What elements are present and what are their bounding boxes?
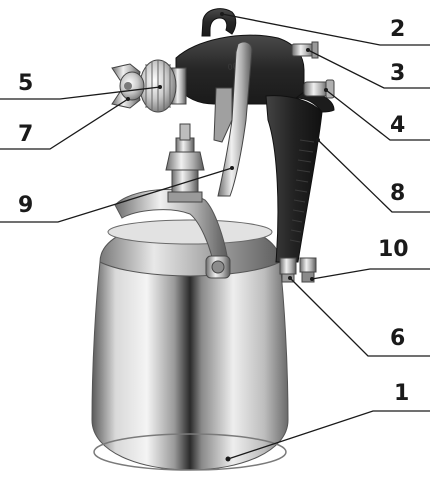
trigger xyxy=(213,41,253,197)
leader-1 xyxy=(227,410,430,460)
air-inlet-fittings xyxy=(279,257,317,283)
leader-9 xyxy=(0,167,233,223)
leader-4 xyxy=(325,89,430,141)
leader-5 xyxy=(0,86,161,100)
callout-label-5: 5 xyxy=(18,71,33,96)
callout-label-6: 6 xyxy=(390,326,405,351)
leader-6 xyxy=(289,277,430,357)
air-cap-assembly xyxy=(111,59,187,113)
leader-endpoints xyxy=(126,12,328,462)
callout-label-8: 8 xyxy=(390,181,405,206)
gun-body: 0001 xyxy=(175,8,335,263)
callout-label-3: 3 xyxy=(390,61,405,86)
callout-label-2: 2 xyxy=(390,17,405,42)
leader-2 xyxy=(221,13,430,46)
callout-label-4: 4 xyxy=(390,113,405,138)
leader-8 xyxy=(317,139,430,213)
leader-10 xyxy=(311,268,430,280)
callout-labels: 2 3 4 8 10 6 1 5 7 9 xyxy=(18,17,409,406)
leader-lines xyxy=(0,13,430,460)
leader-7 xyxy=(0,98,129,150)
adjustment-knobs xyxy=(291,41,335,99)
callout-label-1: 1 xyxy=(394,381,409,406)
paint-cup xyxy=(91,188,289,471)
callout-label-10: 10 xyxy=(378,237,409,262)
callout-label-7: 7 xyxy=(18,122,33,147)
leader-3 xyxy=(307,49,430,89)
fluid-connector xyxy=(165,123,205,203)
callout-label-9: 9 xyxy=(18,193,33,218)
